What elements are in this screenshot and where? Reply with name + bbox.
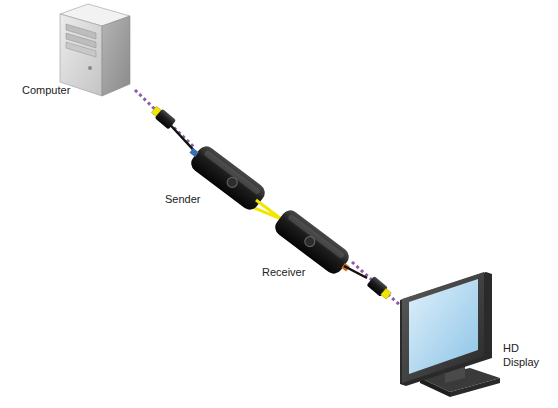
device-label: HD Display bbox=[503, 341, 545, 369]
receiver-node: Receiver bbox=[262, 220, 352, 280]
link-cable bbox=[256, 200, 284, 221]
hdmi-plug bbox=[150, 105, 176, 130]
computer-node: Computer bbox=[20, 5, 135, 100]
display-cable bbox=[344, 266, 367, 278]
display-node: HD Display bbox=[400, 268, 548, 398]
sender-node: Sender bbox=[160, 148, 265, 207]
device-label: Computer bbox=[22, 83, 70, 97]
video-cable bbox=[352, 262, 400, 305]
hd-monitor bbox=[400, 272, 500, 397]
device-label: Sender bbox=[165, 192, 200, 206]
hdmi-plug bbox=[366, 276, 392, 301]
computer-tower bbox=[60, 4, 130, 96]
device-label: Receiver bbox=[262, 265, 305, 279]
video-cable bbox=[135, 90, 195, 148]
